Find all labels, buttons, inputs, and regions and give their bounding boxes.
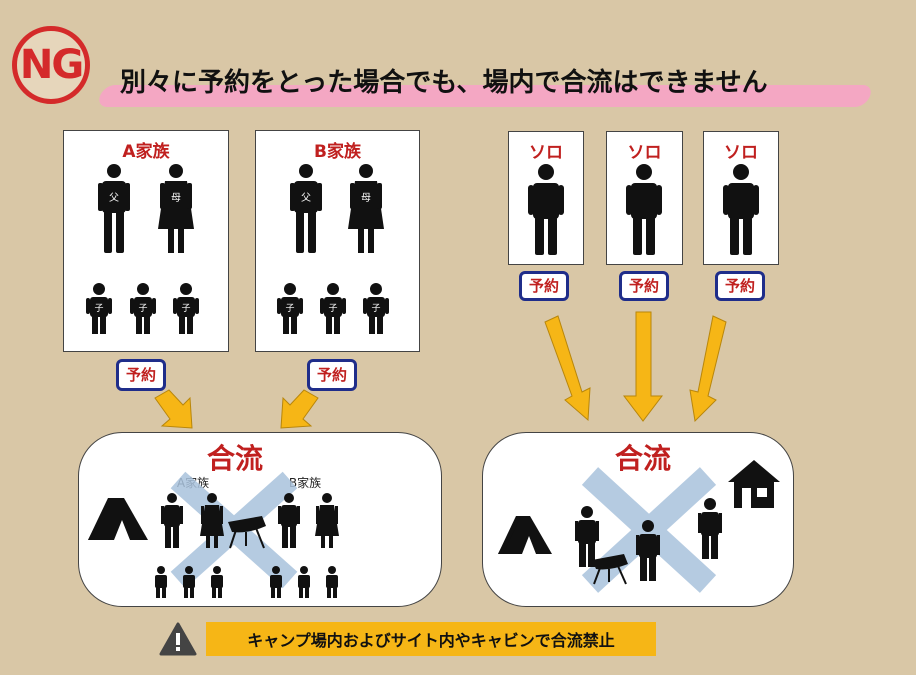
child-label: 子 — [94, 303, 103, 314]
solo-card-title: ソロ — [627, 143, 662, 163]
mother-figure — [315, 493, 339, 548]
father-figure — [161, 493, 183, 548]
father-figure — [278, 493, 300, 548]
tent-icon — [498, 516, 552, 554]
mother-label: 母 — [171, 192, 181, 204]
solo-card: ソロ — [703, 131, 779, 265]
solo-person-figure — [698, 498, 722, 559]
merge-title-right: 合流 — [615, 442, 671, 475]
solo-card-title: ソロ — [724, 143, 758, 163]
reserve-tag: 予約 — [619, 271, 669, 301]
solo-person-figure — [528, 164, 564, 255]
mother-figure — [200, 493, 224, 548]
solo-person-figure — [575, 506, 599, 567]
father-label: 父 — [301, 192, 311, 204]
footer-notice: キャンプ場内およびサイト内やキャビンで合流禁止 — [206, 622, 656, 656]
child-figure: 子 — [320, 283, 346, 334]
family-b-label: B家族 — [289, 475, 321, 490]
child-figure — [298, 566, 310, 598]
family-card-a: A家族 父 母 — [63, 130, 229, 352]
arrow-down-right — [154, 389, 193, 429]
family-card-b: B家族 父 母 — [255, 130, 420, 352]
page-title: 別々に予約をとった場合でも、場内で合流はできません — [120, 68, 768, 98]
family-card-title: A家族 — [122, 142, 170, 162]
family-b-figures: 父 母 子 — [277, 164, 389, 334]
mother-label: 母 — [361, 192, 371, 204]
merge-title-left: 合流 — [207, 442, 263, 475]
child-label: 子 — [285, 303, 294, 314]
child-label: 子 — [328, 303, 337, 314]
reserve-tag: 予約 — [519, 271, 569, 301]
child-figure — [270, 566, 282, 598]
ng-badge-text: NG — [19, 42, 84, 88]
warning-icon — [159, 622, 197, 656]
solo-person-figure — [626, 164, 662, 255]
bbq-grill-icon — [592, 554, 628, 585]
father-figure: 父 — [290, 164, 322, 253]
father-figure: 父 — [98, 164, 130, 253]
child-figure — [211, 566, 223, 598]
arrow-down-left — [689, 315, 727, 423]
child-figure: 子 — [86, 283, 112, 334]
arrow-down — [622, 311, 664, 422]
child-label: 子 — [138, 303, 147, 314]
solo-person-figure — [636, 520, 660, 581]
reserve-tag: 予約 — [116, 359, 166, 391]
cabin-icon — [728, 460, 780, 508]
tent-icon — [88, 498, 148, 540]
child-figure — [326, 566, 338, 598]
family-card-title: B家族 — [314, 142, 361, 162]
footer-notice-text: キャンプ場内およびサイト内やキャビンで合流禁止 — [247, 631, 615, 650]
child-figure: 子 — [173, 283, 199, 334]
arrow-down-left — [280, 389, 319, 429]
child-figure — [183, 566, 195, 598]
mother-figure: 母 — [158, 164, 194, 253]
ng-badge: NG — [12, 26, 90, 104]
child-figure: 子 — [277, 283, 303, 334]
solo-card-title: ソロ — [529, 143, 563, 163]
bbq-grill-icon — [228, 516, 266, 549]
child-label: 子 — [181, 303, 190, 314]
child-figure — [155, 566, 167, 598]
reserve-tag: 予約 — [307, 359, 357, 391]
mother-figure: 母 — [348, 164, 384, 253]
child-figure: 子 — [130, 283, 156, 334]
father-label: 父 — [109, 192, 119, 204]
reserve-tag: 予約 — [715, 271, 765, 301]
solo-person-figure — [723, 164, 759, 255]
family-a-figures: 父 母 子 — [86, 164, 199, 334]
child-figure: 子 — [363, 283, 389, 334]
arrow-down-right — [544, 315, 591, 422]
child-label: 子 — [371, 303, 380, 314]
